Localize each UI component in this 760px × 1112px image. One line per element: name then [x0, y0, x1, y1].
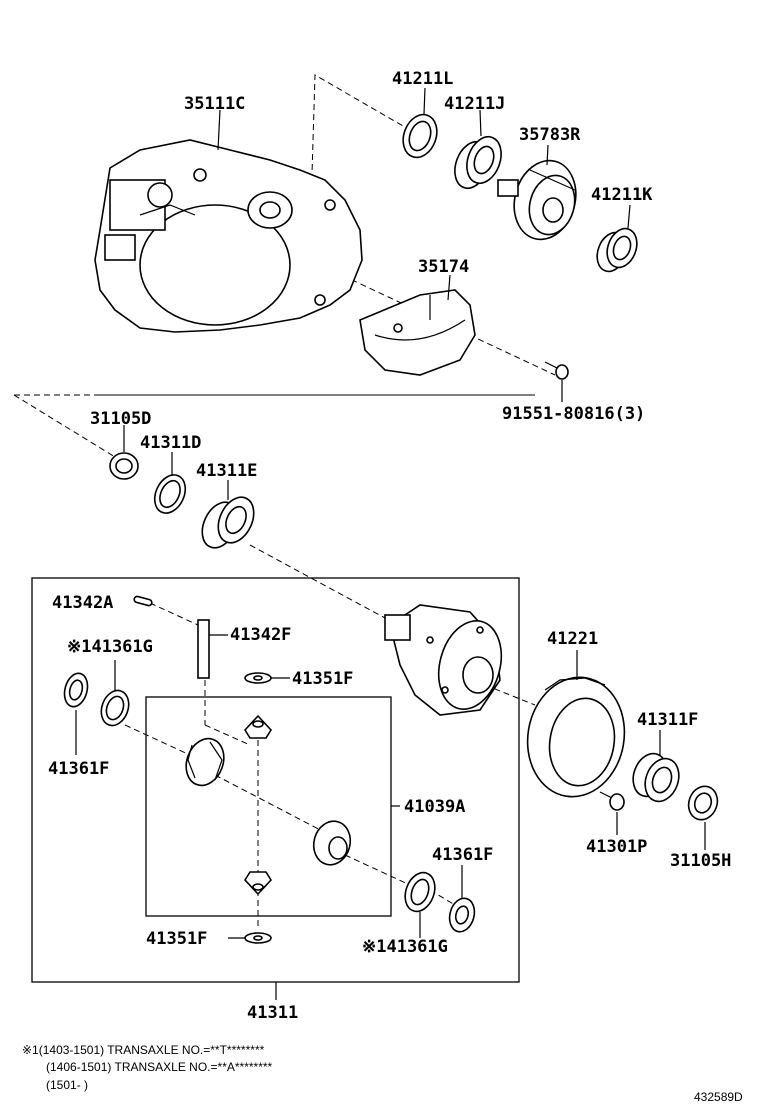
label-41039A: 41039A: [404, 797, 465, 817]
pinion-gear-top: [243, 714, 273, 739]
side-gear-right: [312, 820, 352, 866]
shim-41311D: [153, 474, 187, 514]
shim-41361F-left: [100, 689, 130, 727]
bolt-91551: [544, 361, 569, 380]
bearing-41211J: [454, 135, 502, 190]
part-labels: 35111C 41211L 41211J 35783R 41211K 35174…: [48, 69, 731, 1023]
footnote-line-2: (1406-1501) TRANSAXLE NO.=**A********: [46, 1060, 273, 1074]
label-41301P: 41301P: [586, 837, 647, 857]
ring-gear-41221: [526, 676, 626, 798]
label-41342A: 41342A: [52, 593, 113, 613]
label-91551-80816: 91551-80816(3): [502, 404, 645, 424]
pinion-shaft-41342F: [197, 619, 228, 679]
oil-seal-31105H: [687, 785, 719, 821]
side-gear-left: [185, 737, 225, 787]
pinion-gear-bottom: [243, 871, 273, 896]
label-41361G-bottom: ※141361G: [362, 937, 448, 957]
seal-41361G-top: [63, 672, 89, 708]
label-41361F-right: 41361F: [432, 845, 493, 865]
label-41311E: 41311E: [196, 461, 257, 481]
guide-lines: [13, 74, 556, 930]
label-41211L: 41211L: [392, 69, 453, 89]
label-35174: 35174: [418, 257, 469, 277]
bearing-41211K: [596, 227, 638, 273]
oil-seal-41211L: [402, 113, 438, 159]
label-41351F-bottom: 41351F: [146, 929, 207, 949]
label-31105D: 31105D: [90, 409, 151, 429]
diagram-id: 432589D: [694, 1090, 743, 1104]
pin-41342A: [133, 595, 153, 607]
label-41311: 41311: [247, 1003, 298, 1023]
washer-41351F-bottom: [228, 932, 272, 944]
bolt-41301P: [599, 791, 625, 811]
differential-case: [384, 604, 503, 716]
washer-41351F-top: [244, 672, 290, 684]
label-31105H: 31105H: [670, 851, 731, 871]
label-35111C: 35111C: [184, 94, 245, 114]
bearing-41311F: [632, 752, 680, 803]
label-35783R: 35783R: [519, 125, 581, 145]
transaxle-case: [94, 139, 363, 333]
label-41361G-top: ※141361G: [67, 637, 153, 657]
label-41311D: 41311D: [140, 433, 201, 453]
label-41211K: 41211K: [591, 185, 653, 205]
seal-41361G-bottom: [448, 897, 476, 933]
cover-35174: [359, 289, 476, 376]
label-41211J: 41211J: [444, 94, 505, 114]
gear-35783R: [497, 159, 577, 241]
footnote-line-1: ※1(1403-1501) TRANSAXLE NO.=**T********: [22, 1043, 265, 1057]
oil-seal-31105D: [109, 452, 139, 480]
shim-41361F-right: [404, 871, 436, 913]
bearing-41311E: [201, 496, 255, 549]
footnote-line-3: (1501- ): [46, 1078, 88, 1092]
label-41361F-left: 41361F: [48, 759, 109, 779]
label-41351F-top: 41351F: [292, 669, 353, 689]
label-41342F: 41342F: [230, 625, 291, 645]
label-41221: 41221: [547, 629, 598, 649]
footnotes: ※1(1403-1501) TRANSAXLE NO.=**T******** …: [22, 1043, 743, 1104]
label-41311F: 41311F: [637, 710, 698, 730]
